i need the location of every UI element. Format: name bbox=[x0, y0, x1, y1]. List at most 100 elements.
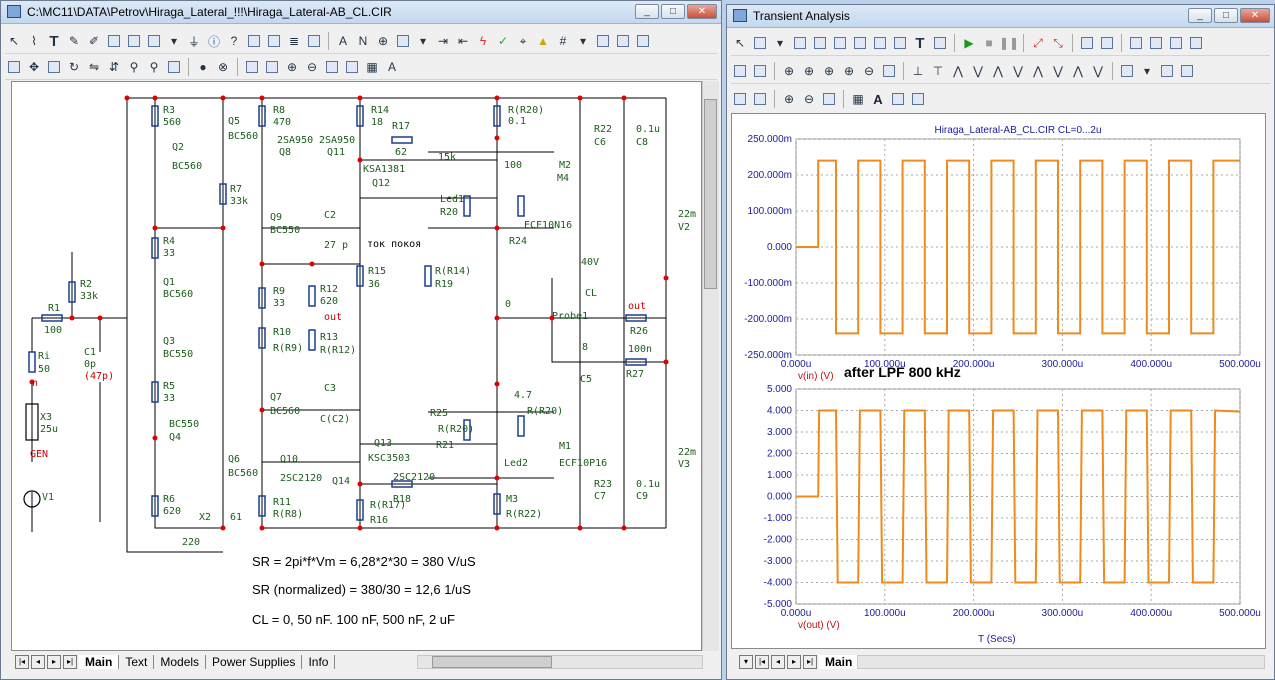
a-dropdown-icon[interactable]: ▾ bbox=[776, 36, 784, 50]
text-mode-icon[interactable]: T bbox=[49, 32, 59, 50]
hscroll-thumb[interactable] bbox=[432, 656, 552, 668]
find-icon[interactable]: ⚲ bbox=[129, 60, 139, 74]
a-grid-icon[interactable]: ▦ bbox=[852, 92, 864, 106]
a-cursor-icon[interactable] bbox=[811, 34, 829, 52]
a-peak-icon[interactable] bbox=[831, 34, 849, 52]
window-icon[interactable] bbox=[614, 32, 632, 50]
move-icon[interactable]: ✥ bbox=[28, 60, 40, 74]
a-wave4-icon[interactable]: ⋁ bbox=[973, 64, 983, 78]
a-page-b-icon[interactable] bbox=[1098, 34, 1116, 52]
next-tab-icon[interactable]: ▸ bbox=[47, 655, 61, 669]
node-numbers-icon[interactable]: N bbox=[358, 34, 368, 48]
a-stop-icon[interactable]: ■ bbox=[985, 36, 993, 50]
tab-main[interactable]: Main bbox=[79, 655, 120, 669]
minimize-button[interactable]: _ bbox=[635, 4, 659, 19]
wire-mode-icon[interactable]: ⌇ bbox=[31, 34, 37, 48]
a-scale-icon[interactable] bbox=[791, 34, 809, 52]
a-wave7-icon[interactable]: ⋀ bbox=[1033, 64, 1043, 78]
a-tab-menu-icon[interactable]: ▾ bbox=[739, 655, 753, 669]
a-last-tab-icon[interactable]: ▸| bbox=[803, 655, 817, 669]
a-font-icon[interactable]: A bbox=[873, 91, 883, 107]
a-next-tab-icon[interactable]: ▸ bbox=[787, 655, 801, 669]
hash-icon[interactable]: # bbox=[559, 34, 567, 48]
a-zoomin-icon[interactable]: ⊕ bbox=[783, 92, 795, 106]
a-tab-main[interactable]: Main bbox=[819, 655, 860, 669]
tab-models[interactable]: Models bbox=[154, 655, 207, 669]
box-icon[interactable] bbox=[45, 58, 63, 76]
component-icon[interactable] bbox=[105, 32, 123, 50]
a-properties-icon[interactable] bbox=[931, 34, 949, 52]
flip-y-icon[interactable]: ⇵ bbox=[108, 60, 120, 74]
analysis-hscroll[interactable] bbox=[857, 655, 1265, 669]
a-zoom-a-icon[interactable]: ⤢ bbox=[1033, 35, 1043, 50]
a-clip-icon[interactable] bbox=[1118, 62, 1136, 80]
a-wave9-icon[interactable]: ⋀ bbox=[1073, 64, 1083, 78]
close-button[interactable]: ✕ bbox=[687, 4, 717, 19]
probe-icon[interactable]: ⇥ bbox=[437, 34, 449, 48]
a-copy-plot-icon[interactable] bbox=[889, 90, 907, 108]
tab-info[interactable]: Info bbox=[302, 655, 336, 669]
a-prev-tab-icon[interactable]: ◂ bbox=[771, 655, 785, 669]
attribute-icon[interactable] bbox=[265, 32, 283, 50]
zoom-out-icon[interactable]: ⊖ bbox=[306, 60, 318, 74]
a-fit-icon[interactable] bbox=[731, 90, 749, 108]
a-tag-icon[interactable] bbox=[891, 34, 909, 52]
a-wave5-icon[interactable]: ⋀ bbox=[993, 64, 1003, 78]
a-valley-icon[interactable] bbox=[851, 34, 869, 52]
a-zoomout-icon[interactable]: ⊖ bbox=[803, 92, 815, 106]
prev-tab-icon[interactable]: ◂ bbox=[31, 655, 45, 669]
a-layout-b-icon[interactable] bbox=[1147, 34, 1165, 52]
zoom-fit-icon[interactable] bbox=[323, 58, 341, 76]
a-numbers-icon[interactable] bbox=[1178, 62, 1196, 80]
rotate-icon[interactable]: ↻ bbox=[68, 60, 80, 74]
schematic-vscroll[interactable] bbox=[702, 81, 719, 651]
a-props2-icon[interactable] bbox=[880, 62, 898, 80]
copy-icon[interactable] bbox=[145, 32, 163, 50]
select-mode-icon[interactable]: ↖ bbox=[8, 34, 20, 48]
zoom-in-icon[interactable]: ⊕ bbox=[286, 60, 298, 74]
a-zoom2-icon[interactable]: ⊕ bbox=[803, 64, 815, 78]
run-icon[interactable]: ● bbox=[199, 60, 207, 74]
tab-text[interactable]: Text bbox=[119, 655, 155, 669]
a-pause-icon[interactable]: ❚❚ bbox=[998, 36, 1020, 50]
info-icon[interactable]: ⓘ bbox=[207, 34, 220, 49]
a-minus-icon[interactable] bbox=[731, 62, 749, 80]
a-zoom-icon[interactable]: ⊕ bbox=[783, 64, 795, 78]
first-tab-icon[interactable]: |◂ bbox=[15, 655, 29, 669]
schematic-hscroll[interactable] bbox=[417, 655, 703, 669]
a-table-icon[interactable] bbox=[1158, 62, 1176, 80]
arrow-icon[interactable]: ⇤ bbox=[457, 34, 469, 48]
more-icon[interactable]: ▾ bbox=[579, 34, 587, 48]
a-fit2-icon[interactable] bbox=[751, 90, 769, 108]
flag-icon[interactable]: ✎ bbox=[68, 34, 80, 48]
grid-options-icon[interactable]: ▦ bbox=[366, 60, 378, 74]
pen-icon[interactable]: ✐ bbox=[88, 34, 100, 48]
a-more-icon[interactable]: ▾ bbox=[1143, 64, 1151, 78]
split-icon[interactable] bbox=[634, 32, 652, 50]
grid-toggle-icon[interactable] bbox=[394, 32, 412, 50]
a-slope-icon[interactable] bbox=[871, 34, 889, 52]
panel-icon[interactable] bbox=[165, 58, 183, 76]
help-icon[interactable]: ? bbox=[230, 34, 238, 48]
a-zoom-b-icon[interactable]: ⤡ bbox=[1053, 35, 1063, 50]
paste-block-icon[interactable] bbox=[263, 58, 281, 76]
page-icon[interactable] bbox=[594, 32, 612, 50]
a-layout-a-icon[interactable] bbox=[1127, 34, 1145, 52]
a-first-tab-icon[interactable]: |◂ bbox=[755, 655, 769, 669]
a-wave10-icon[interactable]: ⋁ bbox=[1093, 64, 1103, 78]
flip-x-icon[interactable]: ⇋ bbox=[88, 60, 100, 74]
tab-power-supplies[interactable]: Power Supplies bbox=[206, 655, 303, 669]
a-layout-c-icon[interactable] bbox=[1167, 34, 1185, 52]
analysis-minimize-button[interactable]: _ bbox=[1188, 8, 1212, 23]
bus-icon[interactable] bbox=[125, 32, 143, 50]
copy-block-icon[interactable] bbox=[243, 58, 261, 76]
tag-icon[interactable]: ⌖ bbox=[519, 33, 527, 48]
grid-icon[interactable] bbox=[245, 32, 263, 50]
analysis-maximize-button[interactable]: □ bbox=[1214, 8, 1238, 23]
a-paste-plot-icon[interactable] bbox=[909, 90, 927, 108]
a-wave3-icon[interactable]: ⋀ bbox=[953, 64, 963, 78]
scroll-thumb[interactable] bbox=[704, 99, 717, 289]
a-zoom4-icon[interactable]: ⊕ bbox=[843, 64, 855, 78]
